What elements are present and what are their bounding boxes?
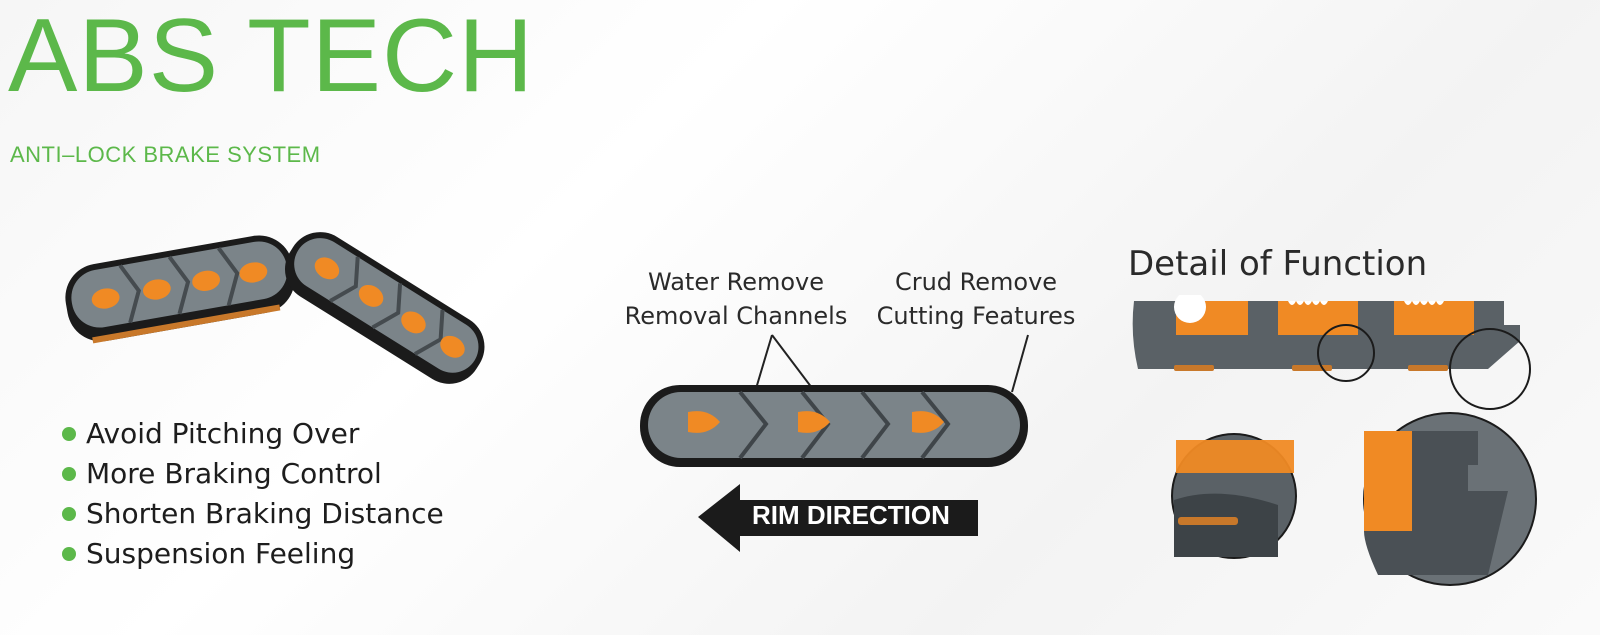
callout-line: Crud Remove	[894, 268, 1058, 296]
bullet-icon	[62, 427, 76, 441]
bullet-icon	[62, 547, 76, 561]
feature-label: Shorten Braking Distance	[86, 497, 444, 530]
brake-pad-right	[285, 232, 485, 384]
detail-title: Detail of Function	[1128, 244, 1428, 284]
list-item: Avoid Pitching Over	[62, 414, 444, 454]
rim-direction-arrow-icon	[698, 484, 978, 552]
crud-removal-callout: Crud Remove Cutting Features	[868, 265, 1084, 333]
bullet-icon	[62, 507, 76, 521]
feature-label: Suspension Feeling	[86, 537, 356, 570]
callout-line: Water Remove	[648, 268, 824, 296]
leader-line	[754, 334, 1029, 393]
list-item: Shorten Braking Distance	[62, 494, 444, 534]
cross-section-profile	[1132, 295, 1531, 410]
feature-label: Avoid Pitching Over	[86, 417, 360, 450]
feature-label: More Braking Control	[86, 457, 382, 490]
page-title: ABS TECH	[8, 0, 535, 114]
list-item: Suspension Feeling	[62, 534, 444, 574]
page-subtitle: ANTI–LOCK BRAKE SYSTEM	[10, 142, 321, 167]
rim-direction-label: RIM DIRECTION	[752, 500, 950, 530]
brake-pads-illustration	[65, 232, 485, 384]
feature-list: Avoid Pitching Over More Braking Control…	[62, 414, 444, 574]
brake-pad-left	[65, 235, 295, 344]
water-removal-callout: Water Remove Removal Channels	[618, 265, 854, 333]
center-brake-pad	[640, 334, 1029, 467]
bullet-icon	[62, 467, 76, 481]
callout-line: Cutting Features	[876, 302, 1076, 330]
zoom-circle-channel	[1171, 433, 1297, 559]
list-item: More Braking Control	[62, 454, 444, 494]
detail-cross-section	[1132, 295, 1537, 586]
zoom-circle-edge	[1363, 412, 1537, 586]
callout-line: Removal Channels	[624, 302, 848, 330]
